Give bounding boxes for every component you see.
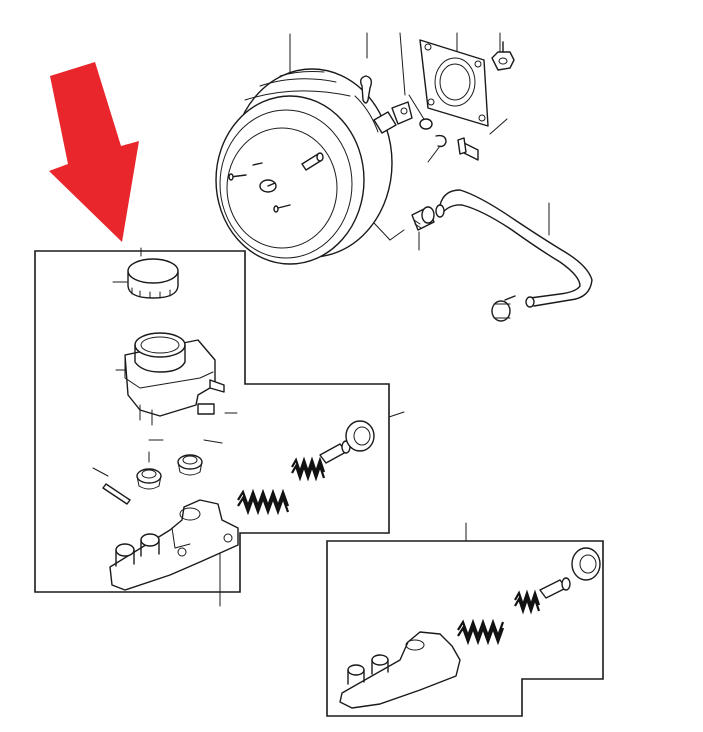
hose-icon	[435, 189, 593, 308]
master-cylinder-icon	[109, 499, 239, 591]
reservoir-icon	[124, 332, 225, 426]
spring-icon	[237, 440, 351, 516]
cap-icon	[127, 258, 179, 299]
alt-master-cylinder	[339, 547, 601, 709]
grommet-icon	[136, 454, 203, 490]
seal-ring-icon	[345, 420, 375, 452]
check-valve-icon	[411, 206, 435, 231]
brake-booster-icon	[215, 68, 413, 265]
down-left-arrow-icon	[49, 62, 139, 242]
clip-icon	[435, 134, 447, 148]
washer-icon	[419, 118, 433, 130]
hex-nut-icon	[491, 41, 515, 71]
hose-clip-icon	[491, 295, 516, 322]
bolt-icon	[457, 137, 479, 161]
pin-icon	[102, 483, 131, 505]
reservoir-assembly-frame	[34, 250, 390, 593]
alt-cylinder-frame	[326, 540, 604, 717]
clevis-pin-icon	[359, 75, 373, 104]
gasket-plate-icon	[419, 39, 489, 127]
